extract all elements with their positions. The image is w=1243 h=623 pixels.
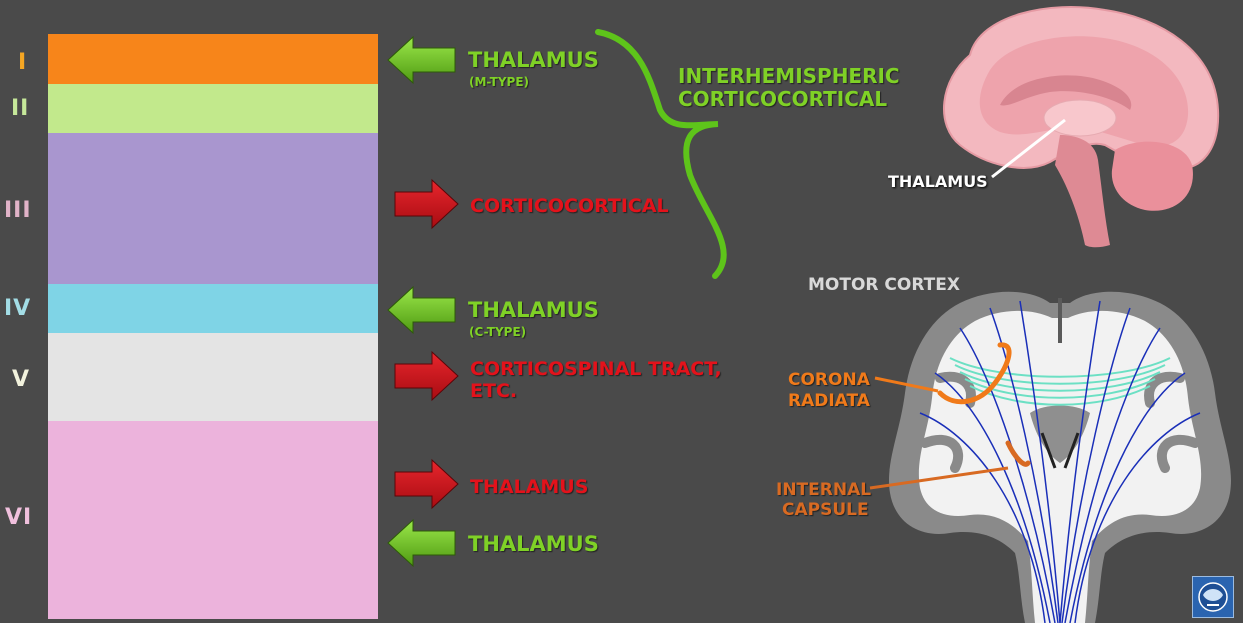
- brain-globe-logo-icon: [1192, 576, 1234, 618]
- label-motor-cortex: MOTOR CORTEX: [808, 275, 960, 295]
- label-thalamus-in: THALAMUS: [468, 532, 599, 556]
- internal-capsule-marker: [1005, 440, 1031, 467]
- label-thalamus-c: THALAMUS: [468, 298, 599, 322]
- layer-block-3: [48, 133, 378, 284]
- arrow-in-thalamus-c: [387, 285, 456, 335]
- coronal-brain-illustration: [869, 291, 1232, 623]
- label-corona-radiata-line2: RADIATA: [788, 391, 870, 411]
- arrow-in-thalamus-m: [387, 35, 456, 85]
- corona-radiata-marker: [937, 342, 1012, 405]
- label-internal-capsule-line1: INTERNAL: [776, 480, 872, 500]
- arrow-out-corticocortical: [394, 178, 459, 230]
- label-corticocortical: CORTICOCORTICAL: [470, 195, 669, 217]
- layer-numeral-6: VI: [5, 505, 33, 530]
- layer-numeral-4: IV: [4, 296, 32, 321]
- layer-block-1: [48, 34, 378, 84]
- layer-numeral-2: II: [11, 96, 30, 121]
- arrow-out-thalamus: [394, 458, 459, 510]
- label-thalamus-c-sub: (C-TYPE): [469, 325, 527, 339]
- label-corticospinal-line2: ETC.: [470, 380, 518, 402]
- label-corticospinal-line1: CORTICOSPINAL TRACT,: [470, 358, 722, 380]
- label-thalamus-m-sub: (M-TYPE): [469, 75, 529, 89]
- arrow-in-thalamus-6: [387, 518, 456, 568]
- interhemispheric-brace: [595, 29, 727, 279]
- label-internal-capsule-line2: CAPSULE: [782, 500, 869, 520]
- layer-numeral-1: I: [18, 50, 28, 75]
- arrow-out-corticospinal: [394, 350, 459, 402]
- label-thalamus-out: THALAMUS: [470, 476, 589, 498]
- label-corona-radiata-line1: CORONA: [788, 370, 870, 390]
- layer-numeral-3: III: [4, 198, 32, 223]
- layer-block-2: [48, 84, 378, 133]
- layer-numeral-5: V: [12, 367, 31, 392]
- layer-block-4: [48, 284, 378, 333]
- label-thalamus-m: THALAMUS: [468, 48, 599, 72]
- layer-block-6: [48, 421, 378, 619]
- label-interhemispheric-line1: INTERHEMISPHERIC: [678, 64, 900, 88]
- label-interhemispheric-line2: CORTICOCORTICAL: [678, 87, 888, 111]
- layer-block-5: [48, 333, 378, 421]
- sagittal-brain-illustration: [943, 6, 1220, 248]
- label-sagittal-thalamus: THALAMUS: [888, 172, 988, 191]
- thalamus-pointer-line: [991, 118, 1066, 179]
